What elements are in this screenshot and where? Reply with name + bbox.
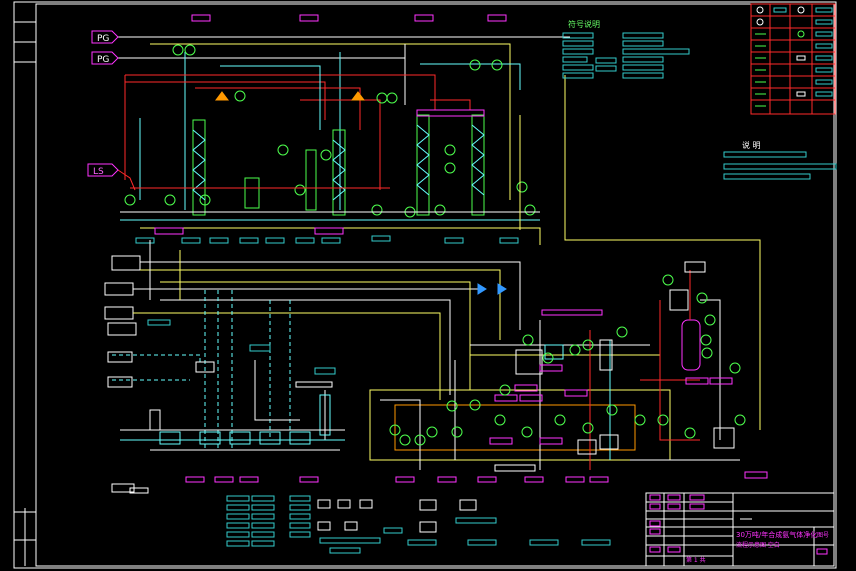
right-separator-unit	[630, 261, 768, 479]
column-towers	[192, 91, 485, 216]
left-feed-lines	[104, 240, 521, 400]
inlet-tag-ls-label: LS	[93, 167, 104, 177]
symbol-legend: 符号说明	[562, 19, 690, 79]
drawing-frame	[13, 1, 837, 569]
bottom-equipment-list	[226, 495, 611, 554]
legend-title: 符号说明	[568, 19, 600, 29]
center-right-equipment	[369, 309, 671, 472]
symbol-table	[750, 3, 836, 115]
inlet-tag-ls: LS	[87, 163, 119, 177]
inlet-tag-pg-second: PG	[91, 51, 119, 65]
instrument-bubbles-upper	[124, 44, 536, 218]
sheet-label: 第 1 共	[686, 556, 706, 564]
notes-title: 说 明	[742, 140, 761, 150]
inlet-tag-pg-second-label: PG	[97, 55, 109, 65]
manifold-tag-bars	[135, 227, 519, 244]
drawing-no: 图号	[817, 532, 829, 539]
inlet-tag-pg-top: PG	[91, 30, 119, 44]
title-block-text: 30万吨/年合成氨气体净化 流程示意图 空白 第 1 共 图号	[649, 494, 829, 564]
notes-block: 说 明	[723, 140, 837, 180]
inlet-tag-pg-top-label: PG	[97, 34, 109, 44]
top-header-lines	[117, 36, 570, 210]
drawing-title: 30万吨/年合成氨气体净化	[736, 530, 817, 539]
title-block	[645, 492, 835, 567]
bottom-tag-bars	[129, 476, 609, 494]
left-lower-units	[107, 344, 345, 493]
drawing-subtitle: 流程示意图 空白	[736, 541, 780, 549]
top-tag-bars	[191, 14, 507, 22]
signal-lines-dashed	[112, 290, 291, 450]
instrument-bubbles-lower	[389, 274, 746, 446]
collector-manifold	[120, 75, 761, 430]
